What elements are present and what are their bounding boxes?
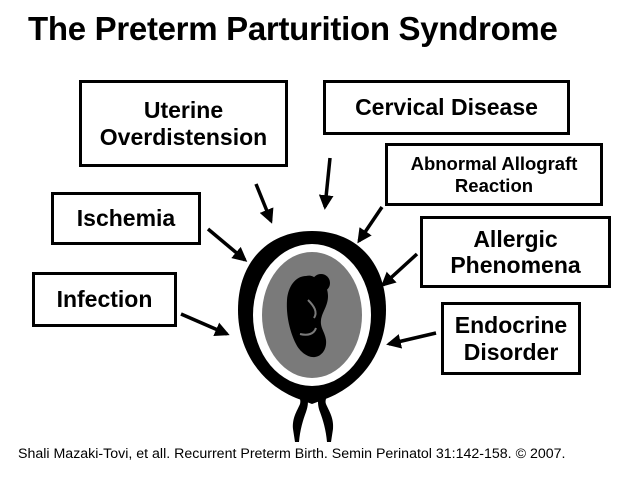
- arrow-cervical-disease: [318, 157, 334, 210]
- citation-text: Shali Mazaki-Tovi, et all. Recurrent Pre…: [18, 446, 566, 462]
- cause-label-line: Allergic: [473, 225, 558, 252]
- arrow-infection: [180, 312, 230, 337]
- arrow-abnormal-allograft-reaction: [357, 206, 384, 244]
- cause-label-line: Overdistension: [99, 123, 268, 150]
- cause-box-uterine-overdistension: Uterine Overdistension: [79, 80, 288, 167]
- fetus-leg: [299, 327, 317, 336]
- cause-label-line: Infection: [56, 286, 153, 313]
- cause-label-line: Disorder: [463, 338, 559, 365]
- uterus-illustration: [238, 231, 386, 442]
- fetus-silhouette: [286, 275, 328, 358]
- fetus-head: [312, 274, 330, 292]
- arrow-endocrine-disorder: [386, 331, 437, 349]
- cause-box-endocrine-disorder: Endocrine Disorder: [441, 302, 581, 375]
- cause-box-allergic-phenomena: Allergic Phenomena: [420, 216, 611, 288]
- cause-label-line: Uterine: [143, 97, 224, 124]
- cause-box-abnormal-allograft-reaction: Abnormal Allograft Reaction: [385, 143, 603, 206]
- cause-label-line: Cervical Disease: [355, 94, 538, 121]
- arrow-allergic-phenomena: [380, 252, 419, 287]
- cause-box-ischemia: Ischemia: [51, 192, 201, 245]
- cause-label-line: Ischemia: [76, 205, 176, 232]
- cause-label-line: Endocrine: [454, 312, 568, 339]
- cause-box-cervical-disease: Cervical Disease: [323, 80, 570, 135]
- cause-label-line: Reaction: [454, 174, 534, 196]
- arrow-ischemia: [206, 227, 248, 262]
- arrow-uterine-overdistension: [254, 183, 274, 224]
- fetus-arm: [307, 299, 317, 319]
- page-title: The Preterm Parturition Syndrome: [28, 10, 558, 47]
- cause-box-infection: Infection: [32, 272, 177, 327]
- cause-label-line: Phenomena: [450, 252, 581, 278]
- cause-label-line: Abnormal Allograft: [410, 153, 578, 175]
